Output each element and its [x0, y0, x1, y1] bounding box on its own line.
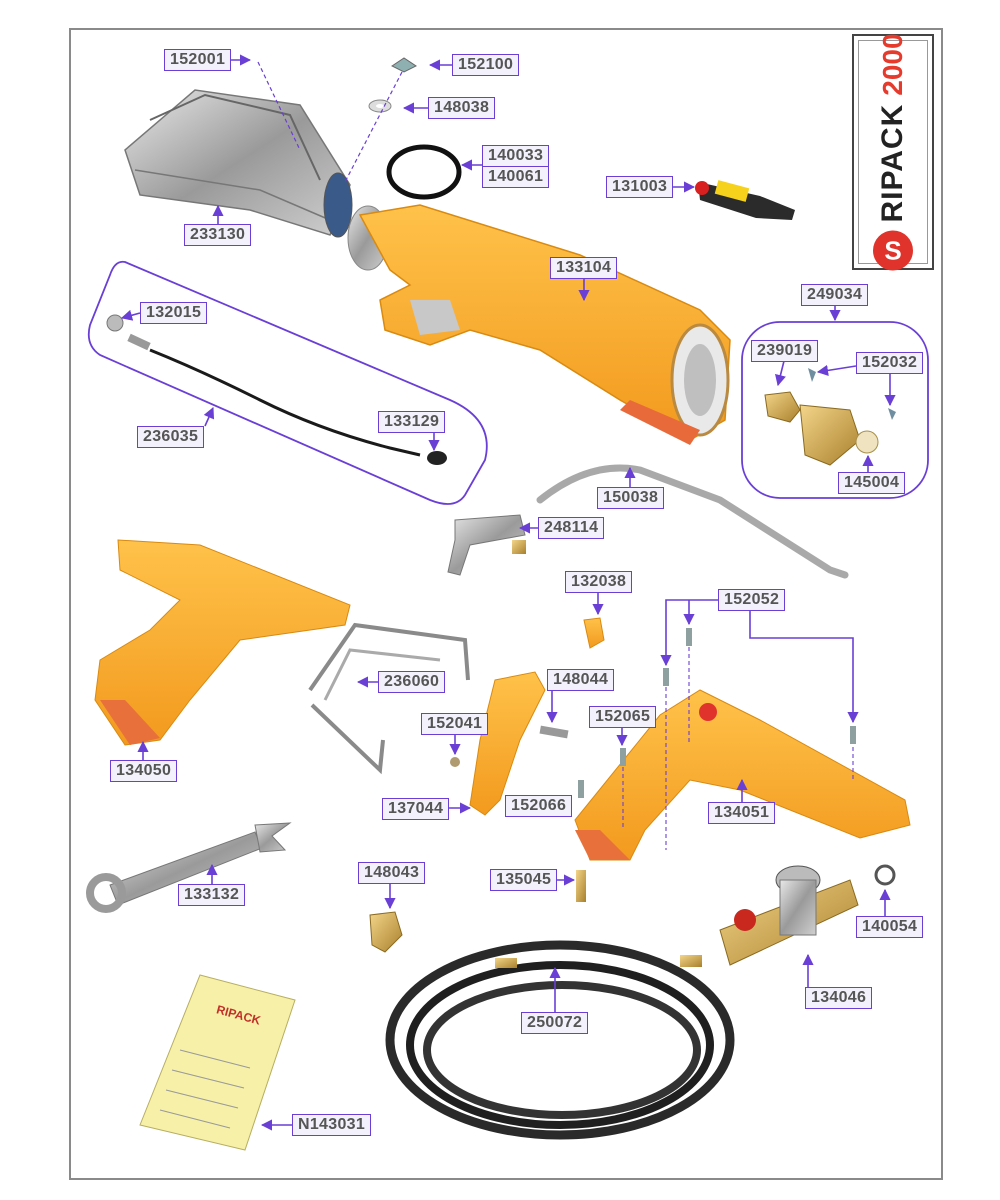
- part-label-152041: 152041: [421, 713, 489, 735]
- hose-250072-drawing: [385, 940, 735, 1140]
- brand-model: 2000: [877, 33, 908, 96]
- wrench-133132-drawing: [86, 822, 292, 913]
- part-label-131003: 131003: [606, 176, 674, 198]
- part-label-152065: 152065: [589, 706, 657, 728]
- handle-134051-drawing: [574, 628, 911, 861]
- part-label-140054: 140054: [856, 916, 924, 938]
- part-label-137044: 137044: [382, 798, 450, 820]
- part-label-249034: 249034: [801, 284, 869, 306]
- main-body-133104-drawing: [347, 204, 731, 445]
- part-label-140033: 140033: [482, 145, 550, 167]
- small-parts-top: [344, 57, 462, 200]
- part-label-152052: 152052: [718, 589, 786, 611]
- part-label-148043: 148043: [358, 862, 426, 884]
- cable-kit-236035-drawing: [87, 260, 488, 505]
- part-label-140061: 140061: [482, 166, 550, 188]
- part-label-236060: 236060: [378, 671, 446, 693]
- brand-logo: S RIPACK 2000: [852, 33, 934, 271]
- part-label-134050: 134050: [110, 760, 178, 782]
- part-label-134046: 134046: [805, 987, 873, 1009]
- part-label-239019: 239019: [751, 340, 819, 362]
- small-fittings-bottom: [369, 870, 586, 953]
- part-label-133132: 133132: [178, 884, 246, 906]
- regulator-134046-drawing: [719, 864, 896, 966]
- part-label-N143031: N143031: [292, 1114, 372, 1136]
- part-label-152066: 152066: [505, 795, 573, 817]
- part-label-233130: 233130: [184, 224, 252, 246]
- part-label-133104: 133104: [550, 257, 618, 279]
- valve-kit-249034-drawing: [741, 321, 929, 499]
- part-label-148044: 148044: [547, 669, 615, 691]
- part-label-150038: 150038: [597, 487, 665, 509]
- part-label-152001: 152001: [164, 49, 232, 71]
- part-label-152100: 152100: [452, 54, 520, 76]
- part-label-132015: 132015: [140, 302, 208, 324]
- part-label-134051: 134051: [708, 802, 776, 824]
- part-label-248114: 248114: [538, 517, 605, 539]
- part-label-152032: 152032: [856, 352, 924, 374]
- manual-N143031-drawing: [139, 974, 296, 1151]
- part-label-132038: 132038: [565, 571, 633, 593]
- brand-mark-icon: S: [873, 230, 913, 271]
- part-label-135045: 135045: [490, 869, 558, 891]
- igniter-131003-drawing: [695, 180, 795, 220]
- part-label-236035: 236035: [137, 426, 205, 448]
- handle-134050-drawing: [94, 539, 351, 746]
- brand-name: RIPACK: [876, 103, 909, 223]
- bracket-236060-drawing: [308, 622, 470, 775]
- part-label-145004: 145004: [838, 472, 906, 494]
- part-label-133129: 133129: [378, 411, 446, 433]
- trigger-137044-drawing: [450, 617, 605, 816]
- tube-150038-drawing: [447, 464, 849, 579]
- nozzle-233130-drawing: [124, 61, 353, 238]
- part-label-148038: 148038: [428, 97, 496, 119]
- part-label-250072: 250072: [521, 1012, 589, 1034]
